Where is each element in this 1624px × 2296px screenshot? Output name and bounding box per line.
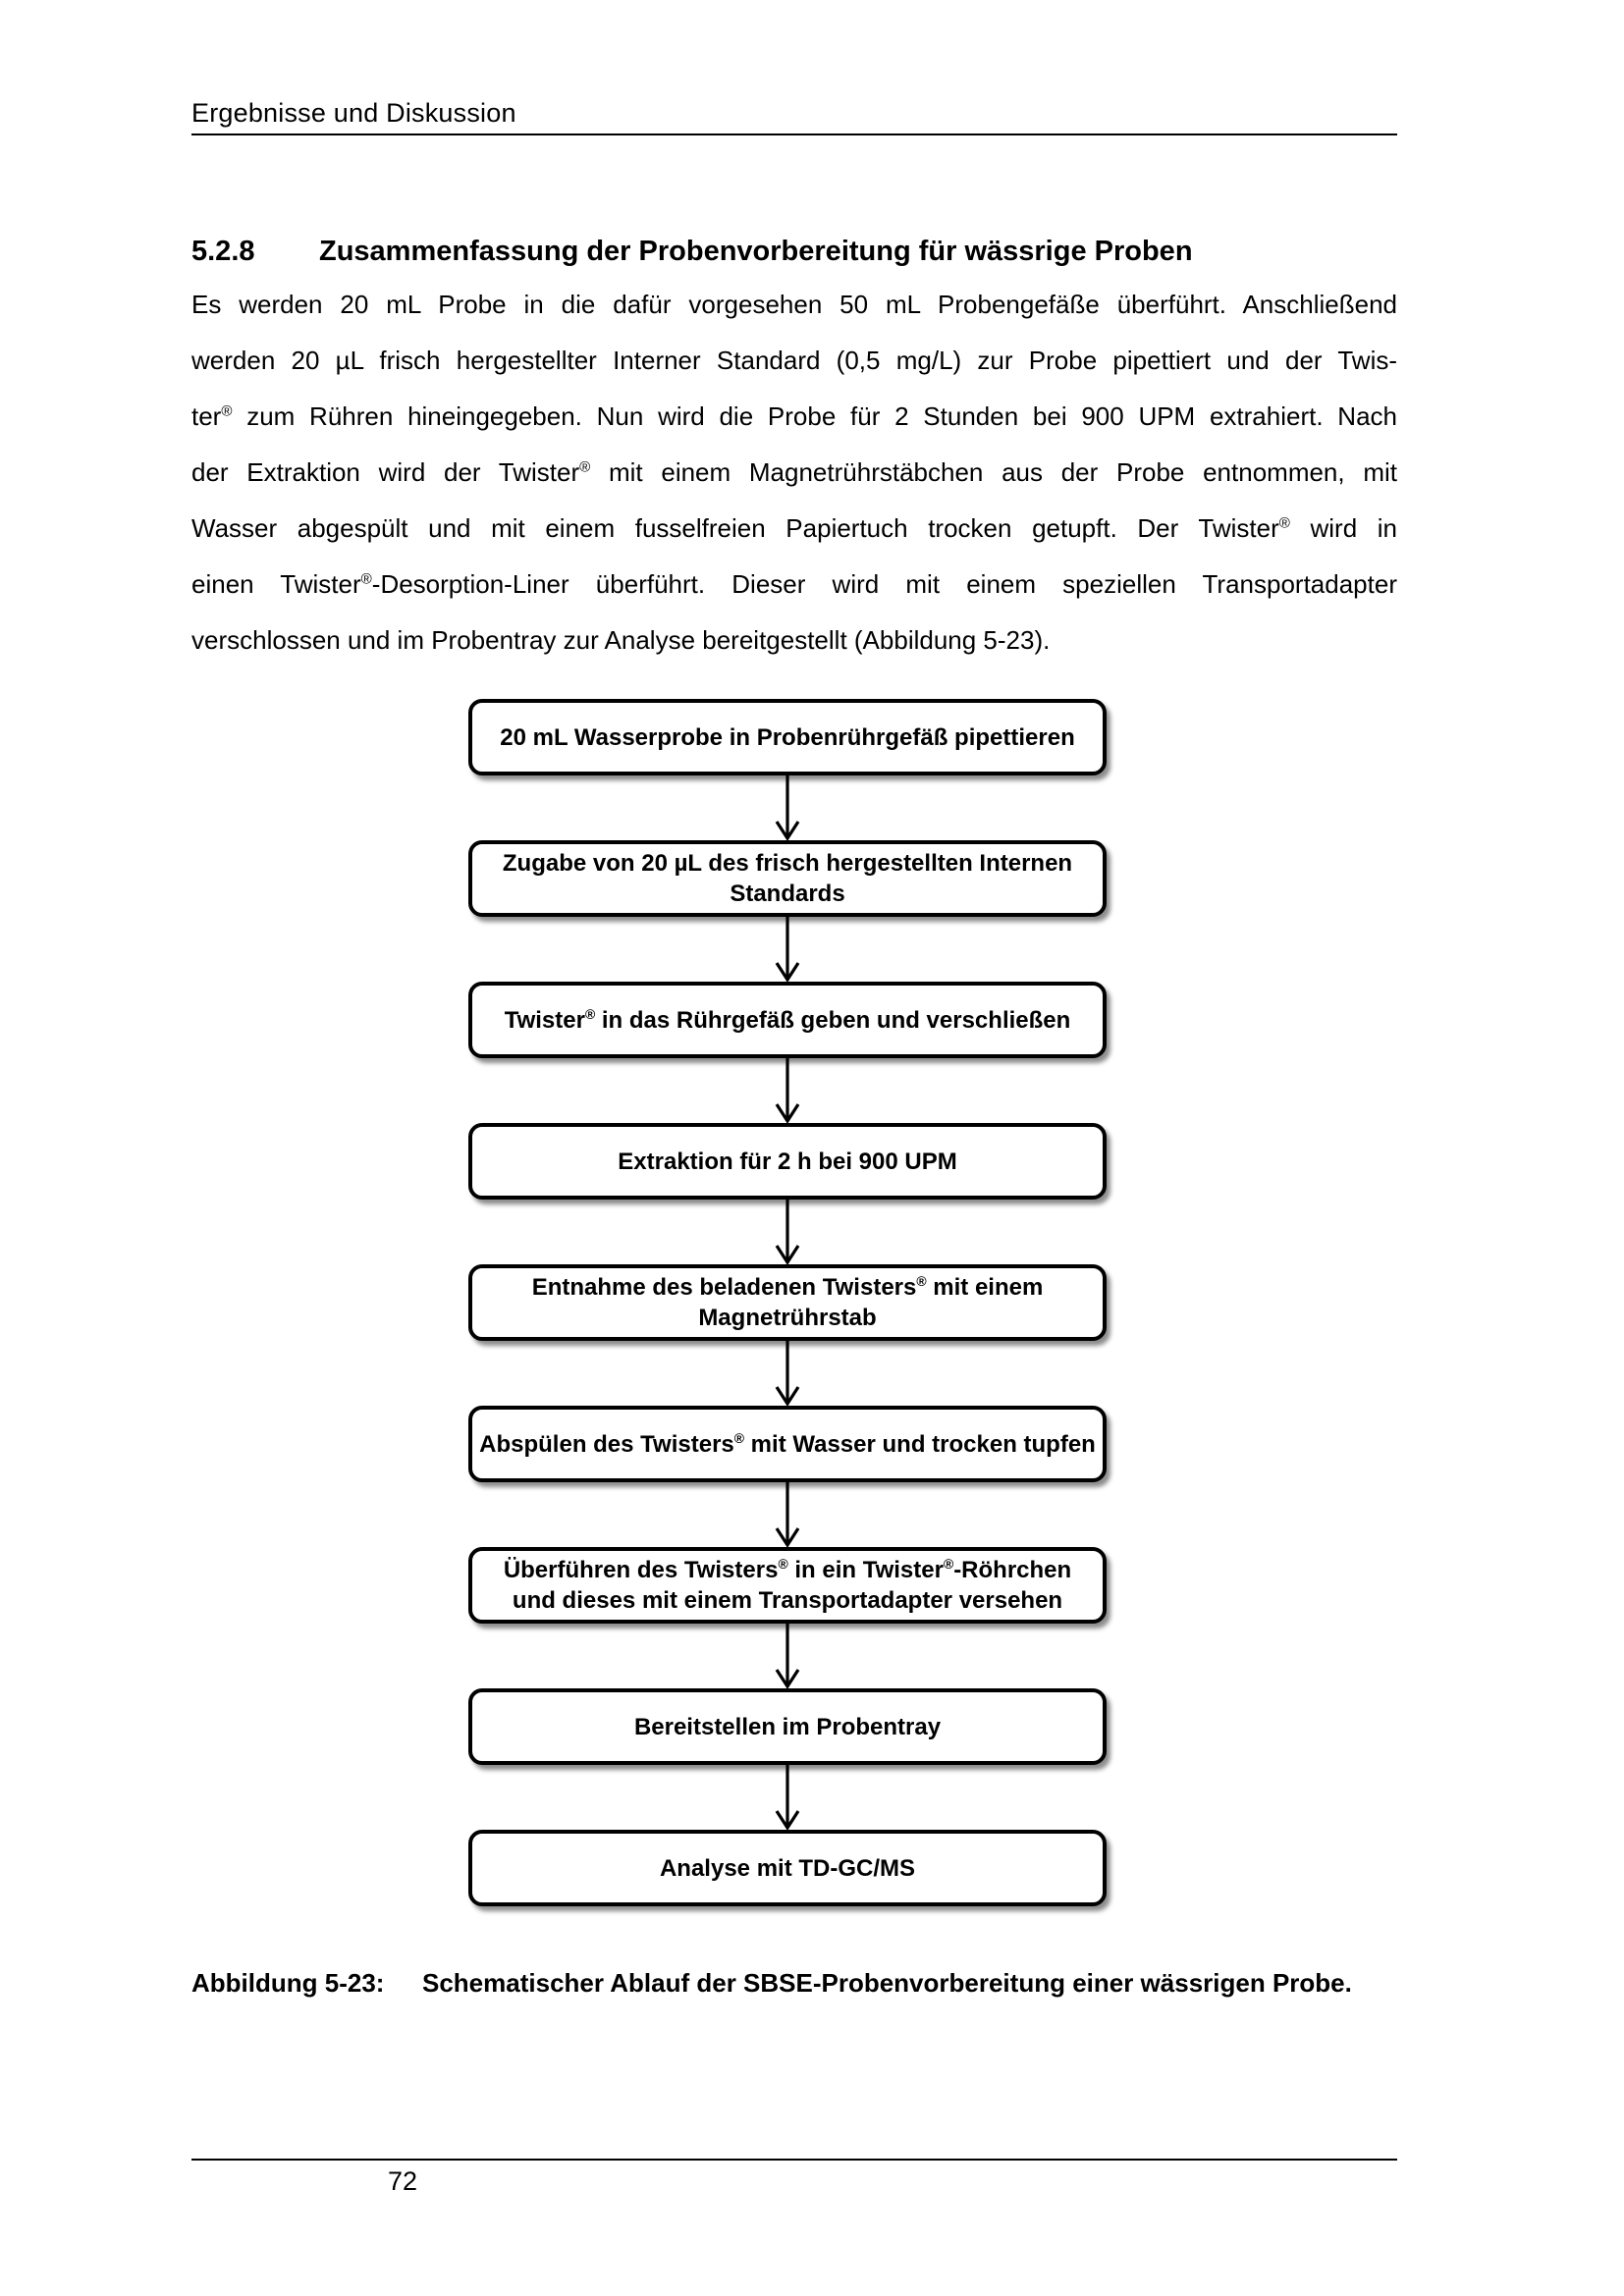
flowchart-step-line: Abspülen des Twisters® mit Wasser und tr…: [479, 1429, 1096, 1458]
figure-caption: Abbildung 5-23: Schematischer Ablauf der …: [191, 1968, 1397, 1999]
paragraph-line: Wasser abgespült und mit einem fusselfre…: [191, 513, 1397, 543]
page-number: 72: [388, 2166, 418, 2196]
flowchart-step-line: 20 mL Wasserprobe in Probenrührgefäß pip…: [500, 723, 1075, 751]
down-arrow-icon: [775, 1482, 800, 1547]
flowchart-step-line: Twister® in das Rührgefäß geben und vers…: [504, 1005, 1071, 1034]
flowchart: 20 mL Wasserprobe in Probenrührgefäß pip…: [468, 699, 1107, 1906]
flowchart-step: Bereitstellen im Probentray: [468, 1688, 1107, 1765]
paragraph-line: verschlossen und im Probentray zur Analy…: [191, 625, 1051, 655]
flowchart-step-line: Extraktion für 2 h bei 900 UPM: [618, 1148, 957, 1175]
flowchart-step-line: Magnetrührstab: [698, 1305, 877, 1331]
paragraph-line: werden 20 µL frisch hergestellter Intern…: [191, 346, 1397, 375]
down-arrow-icon: [775, 775, 800, 840]
header-rule: [191, 133, 1397, 135]
down-arrow-icon: [775, 1341, 800, 1406]
flowchart-step-line: Entnahme des beladenen Twisters® mit ein…: [531, 1273, 1044, 1301]
flowchart-step: Zugabe von 20 µL des frisch hergestellte…: [468, 840, 1107, 917]
flowchart-step-line: Bereitstellen im Probentray: [633, 1713, 942, 1740]
down-arrow-icon: [775, 1058, 800, 1123]
down-arrow-icon: [775, 1624, 800, 1688]
flowchart-step: Extraktion für 2 h bei 900 UPM: [468, 1123, 1107, 1200]
flowchart-step: Twister® in das Rührgefäß geben und vers…: [468, 982, 1107, 1058]
paragraph-line: ter® zum Rühren hineingegeben. Nun wird …: [191, 401, 1397, 431]
flowchart-step: Analyse mit TD-GC/MS: [468, 1830, 1107, 1906]
flowchart-step: Entnahme des beladenen Twisters® mit ein…: [468, 1264, 1107, 1341]
section-title: Zusammenfassung der Probenvorbereitung f…: [319, 236, 1193, 267]
flowchart-step-line: Zugabe von 20 µL des frisch hergestellte…: [502, 850, 1073, 877]
down-arrow-icon: [775, 1765, 800, 1830]
flowchart-step-line: Überführen des Twisters® in ein Twister®…: [503, 1556, 1072, 1583]
flowchart-step-line: und dieses mit einem Transportadapter ve…: [512, 1587, 1063, 1614]
footer-rule: [191, 2159, 1397, 2161]
down-arrow-icon: [775, 917, 800, 982]
section-heading: 5.2.8 Zusammenfassung der Probenvorbereit…: [191, 236, 1193, 268]
caption-text: Schematischer Ablauf der SBSE-Probenvorb…: [422, 1968, 1352, 1998]
caption-label: Abbildung 5-23:: [191, 1968, 385, 1998]
down-arrow-icon: [775, 1200, 800, 1264]
running-header: Ergebnisse und Diskussion: [191, 98, 516, 128]
paragraph-line: einen Twister®-Desorption-Liner überführ…: [191, 569, 1397, 599]
paragraph-line: der Extraktion wird der Twister® mit ein…: [191, 457, 1397, 487]
flowchart-step: Abspülen des Twisters® mit Wasser und tr…: [468, 1406, 1107, 1482]
flowchart-step: Überführen des Twisters® in ein Twister®…: [468, 1547, 1107, 1624]
flowchart-step: 20 mL Wasserprobe in Probenrührgefäß pip…: [468, 699, 1107, 775]
flowchart-step-line: Analyse mit TD-GC/MS: [659, 1854, 916, 1882]
paragraph-line: Es werden 20 mL Probe in die dafür vorge…: [191, 290, 1397, 319]
flowchart-step-line: Standards: [730, 881, 845, 907]
section-number: 5.2.8: [191, 236, 255, 267]
paragraph: Es werden 20 mL Probe in die dafür vorge…: [191, 277, 1397, 668]
